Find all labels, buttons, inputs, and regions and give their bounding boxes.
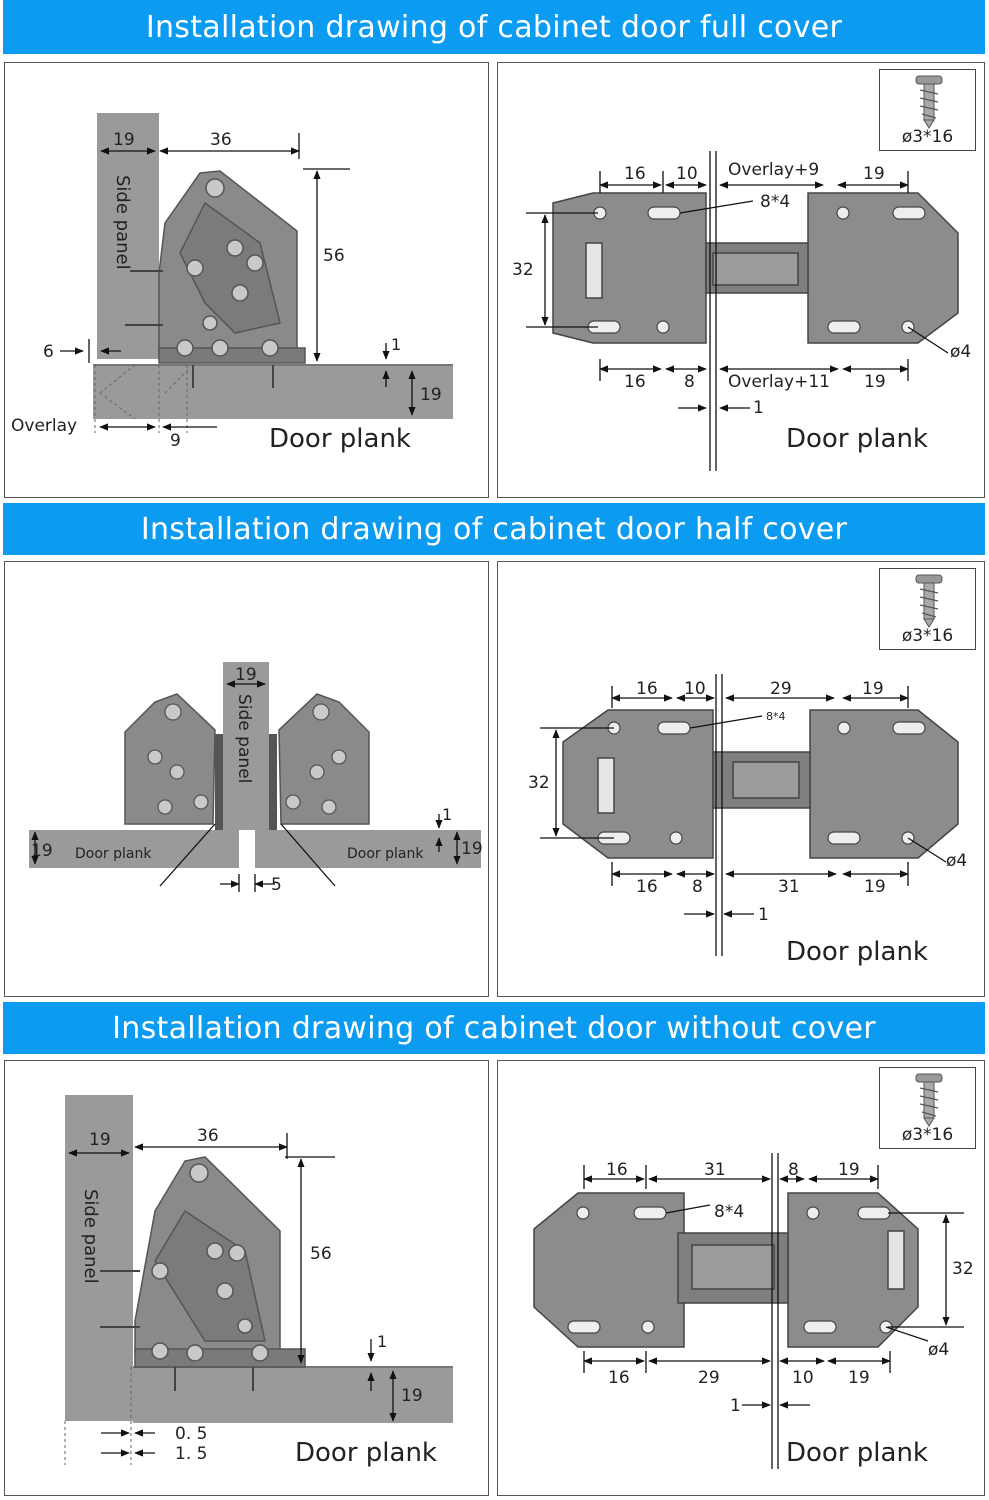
hinge-plate: [533, 1192, 919, 1348]
half-cover-plate-diagram: 16 10 29 19 8*4 32 16 8 31 19 ø4 1 Door …: [497, 561, 985, 997]
dim-label: 16: [636, 679, 658, 699]
dim-label: 19: [113, 130, 135, 150]
full-cover-plate-diagram: 16 10 Overlay+9 19 8*4 32 16 8 Overlay+1…: [497, 62, 985, 498]
door-plank-label: Door plank: [786, 424, 928, 454]
dim-label: 8*4: [760, 192, 790, 212]
dim-label: 1: [758, 905, 769, 925]
side-panel-board: [65, 1095, 133, 1421]
hinge-mechanism: [158, 170, 306, 364]
screw-icon: [915, 574, 943, 628]
full-cover-side-diagram: 19 36 56 6 1 19 9 Overlay Side panel Doo…: [4, 62, 489, 498]
no-cover-plate-diagram: 16 31 8 19 8*4 32 16 29 10 19 ø4 1 Door …: [497, 1060, 985, 1496]
dim-label: 19: [848, 1368, 870, 1388]
dim-label: Overlay+11: [728, 372, 830, 392]
dim-label: 16: [624, 372, 646, 392]
no-cover-side-diagram: 19 36 56 1 19 0. 5 1. 5 Side panel Door …: [4, 1060, 489, 1496]
dim-label: 6: [43, 342, 54, 362]
hinge-plate: [552, 192, 959, 344]
dim-label: 1: [391, 335, 401, 354]
screw-spec-label: ø3*16: [901, 1125, 954, 1145]
hinge-plate: [562, 709, 959, 859]
door-plank-label: Door plank: [347, 846, 424, 862]
screw-spec-box: ø3*16: [879, 568, 976, 650]
dim-label: 19: [235, 665, 257, 685]
dim-label: ø4: [928, 1340, 949, 1360]
dim-label: 19: [864, 877, 886, 897]
dim-label: 1: [730, 1396, 741, 1416]
door-plank-label: Door plank: [786, 937, 928, 967]
dim-label: 56: [323, 246, 345, 266]
dim-label: 5: [271, 875, 282, 895]
half-cover-side-diagram: 19 Side panel 1 19 19 5 Door plank Door …: [4, 561, 489, 997]
screw-spec-box: ø3*16: [879, 1067, 976, 1149]
dim-label: 56: [310, 1244, 332, 1264]
dim-label: 19: [864, 372, 886, 392]
dim-label: 10: [676, 164, 698, 184]
section-title: Installation drawing of cabinet door ful…: [145, 9, 843, 45]
door-plank-board: [133, 1367, 453, 1423]
section-banner-no-cover: Installation drawing of cabinet door wit…: [3, 1002, 985, 1054]
dim-label: 16: [624, 164, 646, 184]
section-banner-full-cover: Installation drawing of cabinet door ful…: [3, 0, 985, 54]
dim-label: 1: [377, 1332, 387, 1351]
dim-label: 9: [170, 431, 181, 451]
screw-spec-label: ø3*16: [901, 127, 954, 147]
dim-label: 19: [31, 841, 53, 861]
dim-label: 8: [684, 372, 695, 392]
dim-label: 19: [461, 839, 483, 859]
door-plank-label: Door plank: [269, 424, 411, 454]
side-panel-label: Side panel: [80, 1189, 101, 1284]
dim-label: 1: [753, 398, 764, 418]
section-banner-half-cover: Installation drawing of cabinet door hal…: [3, 503, 985, 555]
dim-label: 32: [512, 260, 534, 280]
overlay-label: Overlay: [11, 416, 77, 436]
door-plank-label: Door plank: [75, 846, 152, 862]
dim-label: 8*4: [714, 1202, 744, 1222]
door-plank-label: Door plank: [295, 1438, 437, 1468]
dim-label: Overlay+9: [728, 160, 819, 180]
dim-label: 19: [89, 1130, 111, 1150]
dim-label: 19: [401, 1386, 423, 1406]
dim-label: 1: [442, 805, 452, 824]
dim-label: 36: [197, 1126, 219, 1146]
dim-label: 36: [210, 130, 232, 150]
side-panel-board: [223, 662, 269, 830]
dim-label: 10: [792, 1368, 814, 1388]
side-panel-label: Side panel: [112, 175, 133, 270]
dim-label: 19: [863, 164, 885, 184]
door-plank-label: Door plank: [786, 1438, 928, 1468]
dim-label: 29: [698, 1368, 720, 1388]
dim-label: 8: [692, 877, 703, 897]
screw-icon: [915, 1073, 943, 1127]
screw-spec-box: ø3*16: [879, 69, 976, 151]
dim-label: 32: [952, 1259, 974, 1279]
dim-label: 19: [420, 385, 442, 405]
dim-label: 29: [770, 679, 792, 699]
dim-label: 8*4: [766, 710, 786, 723]
screw-spec-label: ø3*16: [901, 626, 954, 646]
dim-label: 16: [636, 877, 658, 897]
dim-label: 19: [838, 1160, 860, 1180]
dim-label: ø4: [946, 851, 967, 871]
section-title: Installation drawing of cabinet door hal…: [140, 511, 848, 547]
dim-label: 8: [788, 1160, 799, 1180]
side-panel-label: Side panel: [234, 694, 254, 783]
dim-label: 16: [608, 1368, 630, 1388]
section-title: Installation drawing of cabinet door wit…: [112, 1010, 876, 1046]
dim-label: 19: [862, 679, 884, 699]
dim-label: ø4: [950, 342, 971, 362]
dim-label: 31: [704, 1160, 726, 1180]
screw-icon: [915, 75, 943, 129]
dim-label: 1. 5: [175, 1444, 207, 1464]
dim-label: 10: [684, 679, 706, 699]
dim-label: 0. 5: [175, 1424, 207, 1444]
dim-label: 32: [528, 773, 550, 793]
dim-label: 31: [778, 877, 800, 897]
door-plank-board: [255, 830, 481, 868]
dim-label: 16: [606, 1160, 628, 1180]
